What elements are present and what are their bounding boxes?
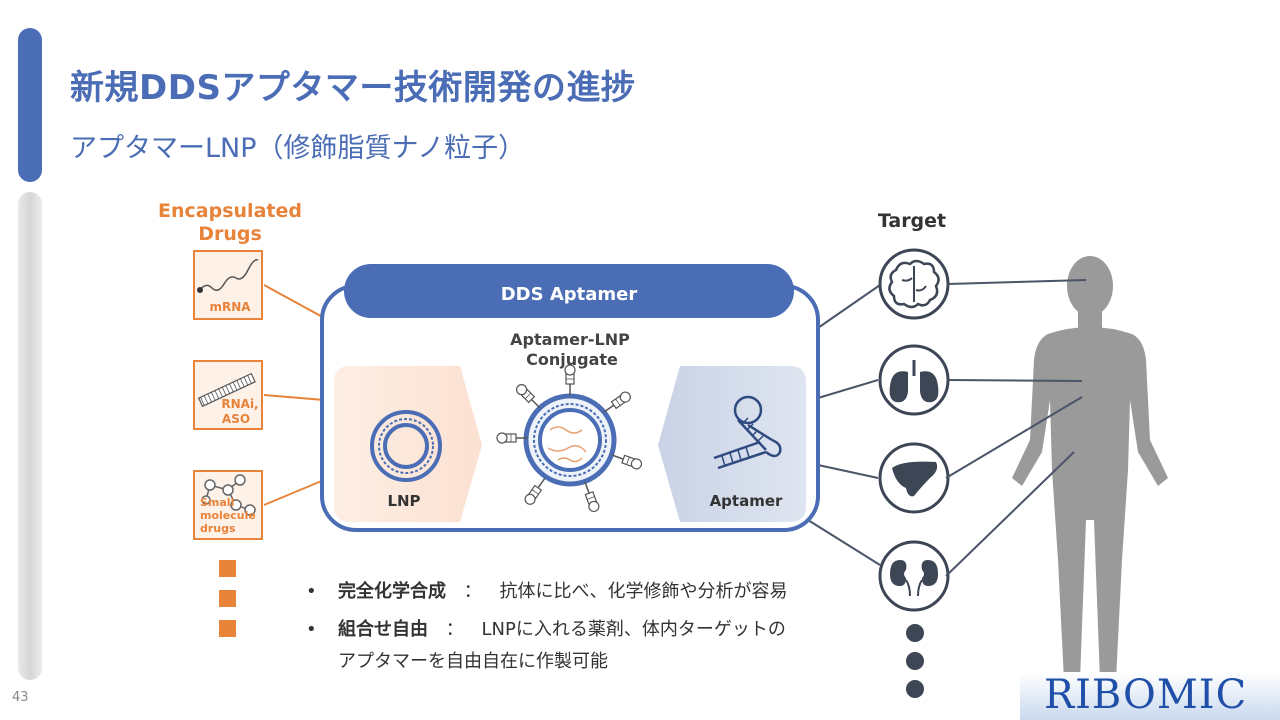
bullet-separator: ： [463,581,482,602]
conjugate-icon [496,364,644,514]
drug-connector-lines [263,284,329,506]
kidneys-icon [878,540,950,612]
more-drugs-indicator [219,560,236,637]
drug-label-aso: ASO [222,412,250,426]
ribomic-logo: RIBOMIC [1020,672,1280,720]
bullet-list: • 完全化学合成 ： 抗体に比べ、化学修飾や分析が容易 • 組合せ自由 ： LN… [306,576,787,684]
conjugate-label-line1: Aptamer-LNP [510,330,630,349]
bullet-item: • 組合せ自由 ： LNPに入れる薬剤、体内ターゲットの アプタマーを自由自在に… [306,614,787,678]
dds-aptamer-header: DDS Aptamer [501,284,638,305]
page-title: 新規DDSアプタマー技術開発の進捗 [70,68,636,108]
liver-icon [878,442,950,514]
aptamer-label: Aptamer [710,492,783,510]
rna-duplex-icon [197,372,256,408]
brain-icon [878,248,950,320]
target-label: Target [877,210,947,232]
bullet-heading: 完全化学合成 [338,581,446,602]
drug-label-small: Small [200,496,234,509]
drug-box-rnai [193,360,263,430]
encapsulated-label-line2: Drugs [198,223,262,245]
side-bar [18,192,42,680]
aptamer-icon [713,395,782,470]
encapsulated-drugs-label: Encapsulated Drugs [150,200,310,246]
mrna-cap-icon [197,287,203,293]
lungs-icon [878,344,950,416]
lnp-panel [334,366,482,522]
encapsulated-label-line1: Encapsulated [158,200,302,222]
drug-label-molecule: molecule [200,509,256,522]
drug-label-mrna: mRNA [209,300,251,314]
lnp-icon [370,410,442,482]
page-number: 43 [12,690,29,705]
conjugate-label-line2: Conjugate [526,350,618,369]
drug-label-drugs: drugs [200,522,236,535]
molecule-icon [201,474,256,516]
bullet-text: LNPに入れる薬剤、体内ターゲットの [481,619,786,640]
drug-label-rnai: RNAi, [221,397,258,411]
bullet-text: 抗体に比べ、化学修飾や分析が容易 [499,581,788,602]
aptamer-panel [658,366,806,522]
page-subtitle: アプタマーLNP（修飾脂質ナノ粒子） [70,133,526,164]
drug-box-small-molecule [193,470,263,540]
drug-box-mrna [193,250,263,320]
organ-connector-lines [945,279,1087,577]
target-connector-lines [807,284,881,566]
lnp-label: LNP [387,492,420,510]
bullet-text-continued: アプタマーを自由自在に作製可能 [338,651,608,672]
human-body-icon [1012,256,1168,680]
bullet-separator: ： [445,619,464,640]
accent-bar [18,28,42,182]
bullet-dot: • [306,581,317,602]
bullet-heading: 組合せ自由 [338,619,428,640]
bullet-dot: • [306,619,317,640]
bullet-item: • 完全化学合成 ： 抗体に比べ、化学修飾や分析が容易 [306,576,787,608]
logo-text: RIBOMIC [1044,672,1248,718]
more-targets-indicator [906,624,924,698]
